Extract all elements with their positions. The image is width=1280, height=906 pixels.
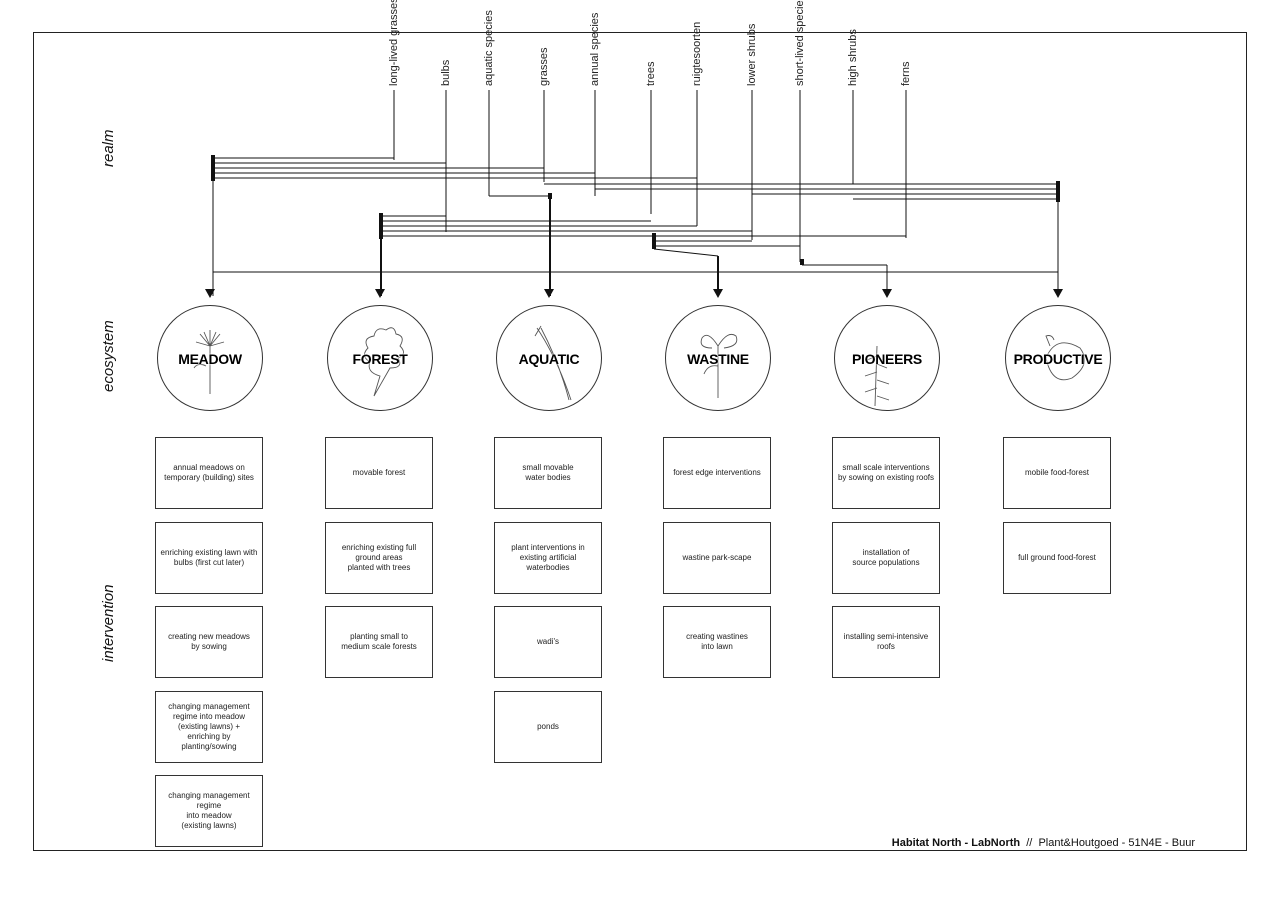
intervention-box: wadi's [494,606,602,678]
realm-item-label: lower shrubs [746,23,758,86]
realm-item-label: aquatic species [483,10,495,86]
ecosystem-meadow: MEADOW [157,305,263,411]
ecosystem-pioneers: PIONEERS [834,305,940,411]
arrow-head [544,289,554,298]
footer-credits: Habitat North - LabNorth // Plant&Houtgo… [892,837,1195,849]
realm-item-label: trees [645,61,657,86]
intervention-label: intervention [100,584,117,662]
intervention-box: annual meadows on temporary (building) s… [155,437,263,509]
link-line [653,248,719,257]
realm-item-label: annual species [589,12,601,86]
intervention-box: plant interventions in existing artifici… [494,521,602,594]
intervention-box: planting small to medium scale forests [325,606,433,678]
wildflower-sketch-icon [700,333,738,398]
ecosystem-name: PIONEERS [852,351,922,367]
realm-item-label: high shrubs [847,29,859,86]
intervention-box: full ground food-forest [1003,521,1111,594]
arrow-head [375,289,385,298]
intervention-box: creating wastines into lawn [663,606,771,678]
realm-item-label: ferns [900,61,912,86]
arrow-head [713,289,723,298]
pioneer-plant-icon [864,345,890,407]
ecosystem-productive: PRODUCTIVE [1005,305,1111,411]
ecosystem-name: WASTINE [687,351,749,367]
ecosystem-forest: FOREST [327,305,433,411]
arrow-head [1053,289,1063,298]
intervention-box: enriching existing full ground areas pla… [325,521,433,594]
arrow-head [882,289,892,298]
realm-item-label: short-lived species [794,0,806,86]
footer-title: Habitat North - LabNorth [891,837,1021,849]
intervention-box: changing management regime into meadow (… [155,690,263,763]
ecosystem-name: AQUATIC [518,351,580,367]
intervention-box: movable forest [325,437,433,509]
intervention-box: installing semi-intensive roofs [832,606,940,678]
flower-sketch-icon [193,330,225,394]
oak-leaf-icon [364,327,404,397]
realm-label: realm [100,129,117,167]
reed-sketch-icon [534,325,572,401]
intervention-box: enriching existing lawn with bulbs (firs… [155,521,263,594]
ecosystem-name: MEADOW [178,351,242,367]
intervention-box: forest edge interventions [663,437,771,509]
intervention-box: mobile food-forest [1003,437,1111,509]
ecosystem-aquatic: AQUATIC [496,305,602,411]
diagram-frame [33,32,1247,851]
intervention-box: wastine park-scape [663,521,771,594]
intervention-box: creating new meadows by sowing [155,606,263,678]
ecosystem-name: PRODUCTIVE [1013,351,1103,367]
realm-item-label: bulbs [440,59,452,86]
realm-item-label: long-lived grasses [388,0,400,86]
intervention-box: ponds [494,690,602,763]
footer-authors: // Plant&Houtgoed - 51N4E - Buur [1020,837,1195,849]
intervention-box: installation of source populations [832,521,940,594]
ecosystem-label: ecosystem [100,320,117,392]
ecosystem-name: FOREST [352,351,408,367]
arrow-head [205,289,215,298]
realm-item-label: ruigtesoorten [691,21,703,86]
intervention-box: changing management regime into meadow (… [155,775,263,847]
intervention-box: small scale interventions by sowing on e… [832,437,940,509]
realm-item-label: grasses [538,47,550,86]
intervention-box: small movable water bodies [494,437,602,509]
ecosystem-wastine: WASTINE [665,305,771,411]
squash-sketch-icon [1045,335,1085,381]
